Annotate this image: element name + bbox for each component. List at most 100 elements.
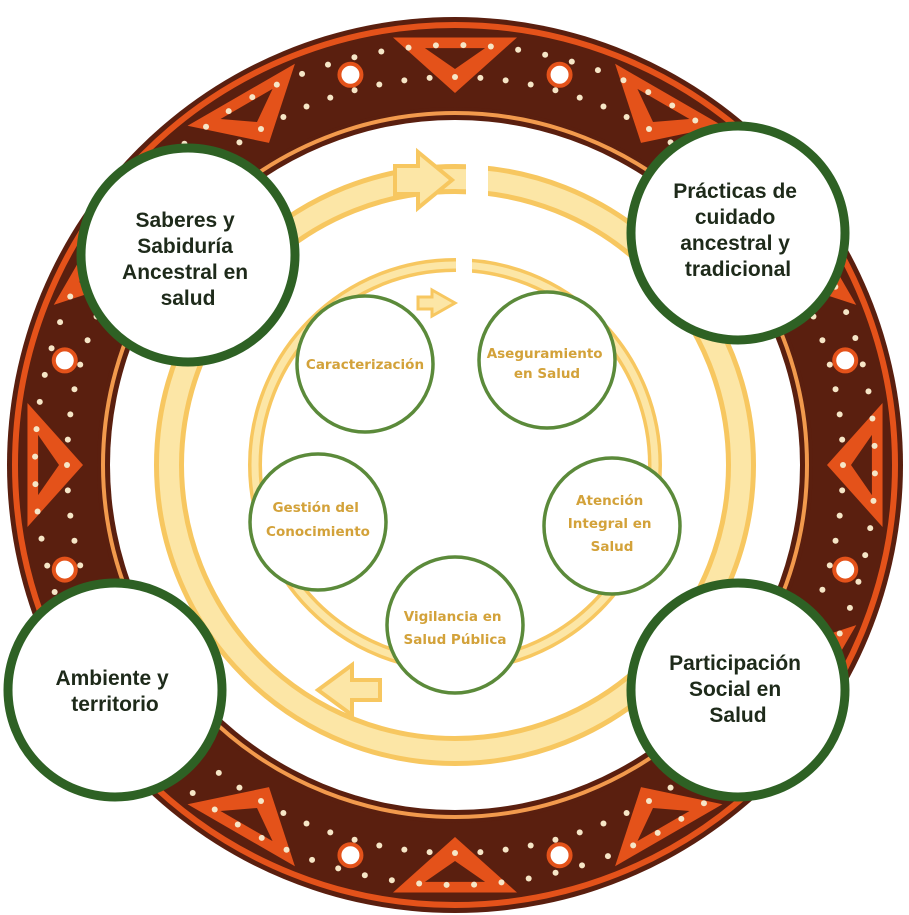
mandala-dot	[443, 881, 450, 888]
mandala-dot	[351, 87, 358, 94]
mandala-dot	[871, 442, 878, 449]
mandala-dot	[852, 334, 859, 341]
mandala-dot	[839, 487, 846, 494]
mandala-ring-ornament	[337, 842, 364, 869]
mandala-dot	[669, 102, 676, 109]
mandala-ring-ornament	[51, 347, 78, 374]
mandala-dot	[579, 862, 586, 869]
mandala-ring-ornament	[337, 61, 364, 88]
outer-node-circle	[76, 143, 300, 367]
outer-node-label: Prácticas de cuidado ancestral y tradici…	[673, 180, 803, 281]
mandala-dot	[77, 562, 84, 569]
mandala-dot	[303, 103, 310, 110]
mandala-wedge	[187, 63, 295, 143]
mandala-dot	[826, 361, 833, 368]
inner-node-caracterizacion[interactable]: Caracterización	[295, 294, 435, 434]
outer-node-practicas[interactable]: Prácticas de cuidado ancestral y tradici…	[626, 121, 850, 345]
mandala-dot	[388, 877, 395, 884]
mandala-dot	[836, 411, 843, 418]
mandala-dot	[552, 836, 559, 843]
mandala-dot	[646, 798, 652, 805]
mandala-dot	[477, 849, 484, 856]
mandala-dot	[211, 806, 218, 813]
outer-node-label: Participación Social en Salud	[669, 652, 807, 727]
mandala-dot	[692, 117, 699, 124]
outer-node-participacion[interactable]: Participación Social en Salud	[626, 578, 850, 802]
mandala-dot	[836, 630, 843, 637]
mandala-dot	[36, 398, 43, 405]
mandala-dot	[32, 453, 39, 460]
inner-node-vigilancia[interactable]: Vigilancia en Salud Pública	[385, 555, 525, 695]
mandala-dot	[71, 537, 78, 544]
mandala-dot	[604, 853, 611, 860]
inner-node-atencion[interactable]: Atención Integral en Salud	[542, 456, 682, 596]
mandala-dot	[280, 809, 287, 816]
mandala-dot	[600, 820, 607, 827]
mandala-dot	[426, 849, 433, 856]
outer-ring-gap	[466, 150, 488, 208]
mandala-dot	[416, 880, 423, 887]
mandala-dot	[654, 829, 661, 836]
outer-node-saberes[interactable]: Saberes y Sabiduría Ancestral en salud	[76, 143, 300, 367]
mandala-dot	[426, 74, 433, 81]
mandala-dot	[552, 87, 559, 94]
mandala-dot	[452, 850, 458, 856]
inner-node-label: Aseguramiento en Salud	[487, 346, 608, 382]
mandala-wedge-inner	[424, 48, 486, 69]
outer-node-ambiente[interactable]: Ambiente y territorio	[3, 578, 227, 802]
mandala-dot	[594, 67, 601, 74]
mandala-dot	[215, 769, 222, 776]
mandala-dot	[515, 46, 522, 53]
mandala-dot	[327, 829, 334, 836]
inner-node-label: Vigilancia en Salud Pública	[404, 609, 507, 648]
inner-node-label: Atención Integral en Salud	[568, 493, 656, 555]
mandala-orange-rim	[12, 22, 898, 908]
mandala-dot	[64, 436, 71, 443]
mandala-dot	[855, 578, 862, 585]
mandala-wedge-inner	[220, 88, 273, 123]
inner-ring-gap	[456, 254, 472, 278]
mandala-dot	[460, 42, 467, 49]
mandala-dot	[41, 371, 48, 378]
mandala-dot	[865, 388, 872, 395]
mandala-dot	[351, 54, 358, 61]
mandala-wedge-inner	[38, 434, 59, 496]
mandala-dot	[839, 436, 846, 443]
mandala-ring-ornament	[832, 347, 859, 374]
mandala-ring-ornament	[832, 556, 859, 583]
inner-node-gestion[interactable]: Gestión del Conocimiento	[248, 452, 388, 592]
mandala-dot	[249, 94, 256, 101]
mandala-dot	[568, 58, 575, 65]
mandala-dot	[527, 81, 534, 88]
mandala-dot	[44, 562, 51, 569]
mandala-dot	[678, 815, 685, 822]
mandala-ring-ornament	[546, 842, 573, 869]
outer-node-label: Saberes y Sabiduría Ancestral en salud	[122, 209, 254, 310]
mandala-wedge-inner	[637, 88, 690, 123]
mandala-dot	[67, 512, 74, 519]
inner-node-circle	[295, 294, 435, 434]
mandala-dot	[477, 74, 484, 81]
mandala-dot	[700, 800, 707, 807]
mandala-dot	[258, 798, 264, 805]
mandala-dot	[67, 293, 74, 300]
mandala-dot	[832, 386, 839, 393]
inner-node-aseguramiento[interactable]: Aseguramiento en Salud	[477, 290, 617, 430]
mandala-dot	[487, 43, 494, 50]
mandala-dot	[623, 114, 630, 121]
mandala-dot	[405, 44, 412, 51]
mandala-dot	[280, 114, 287, 121]
mandala-dot	[862, 552, 869, 559]
mandala-dot	[51, 589, 58, 596]
inner-node-circle	[542, 456, 682, 596]
mandala-wedge-inner	[424, 861, 486, 882]
mandala-dot	[840, 462, 846, 468]
mandala-dot	[324, 61, 331, 68]
mandala-dot	[273, 81, 280, 88]
mandala-dot	[826, 562, 833, 569]
mandala-dot	[236, 784, 243, 791]
inner-node-circle	[385, 555, 525, 695]
inner-top-arrow	[416, 287, 459, 319]
